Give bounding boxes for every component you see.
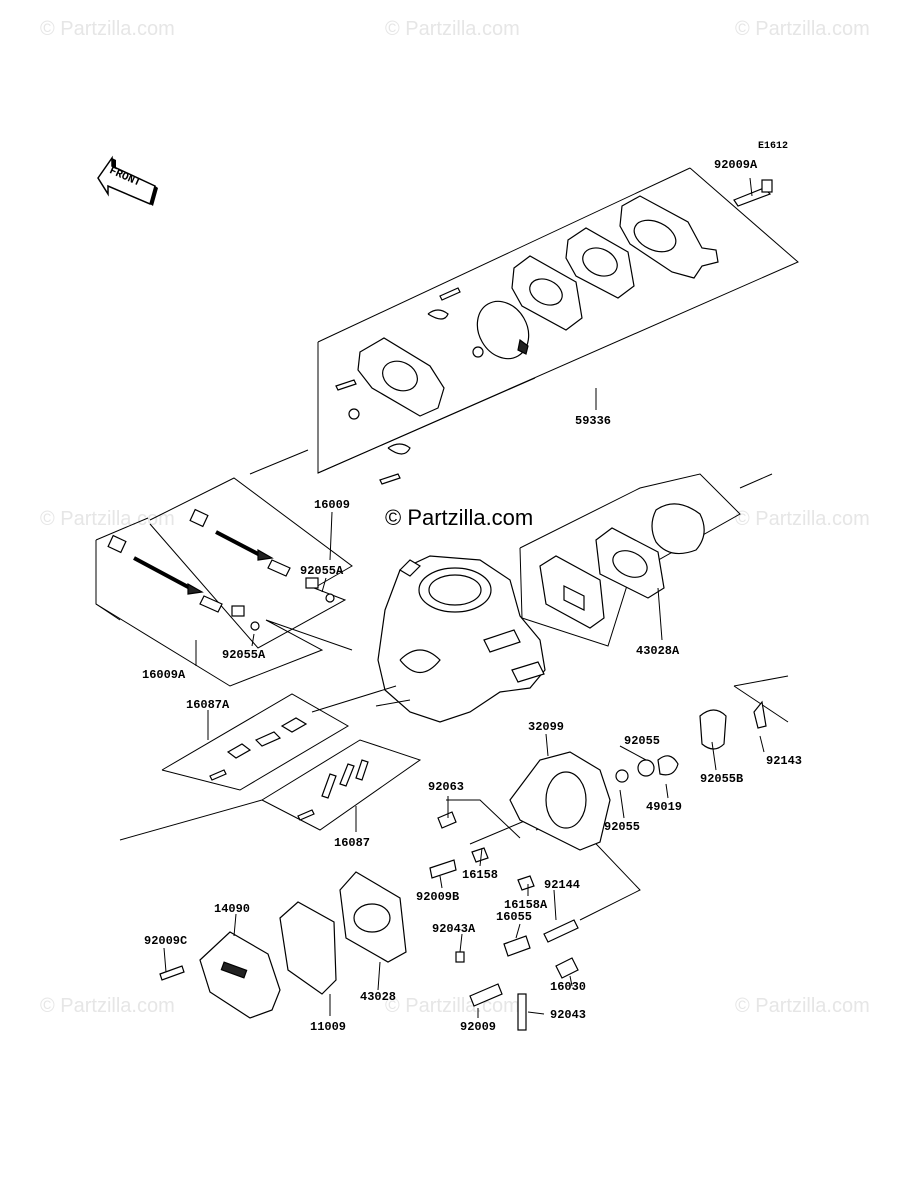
part-number-16009A: 16009A <box>142 668 186 682</box>
watermark: © Partzilla.com <box>40 18 175 40</box>
part-number-92055A: 92055A <box>300 564 344 578</box>
watermark: © Partzilla.com <box>40 508 175 530</box>
part-number-14090: 14090 <box>214 902 250 916</box>
part-number-92009B: 92009B <box>416 890 459 904</box>
part-number-92043: 92043 <box>550 1008 586 1022</box>
part-number-92143: 92143 <box>766 754 802 768</box>
part-number-49019: 49019 <box>646 800 682 814</box>
leader-lines <box>163 177 765 1018</box>
part-number-92055A: 92055A <box>222 648 266 662</box>
diagram-code: E1612 <box>758 141 788 152</box>
part-number-32099: 32099 <box>528 720 564 734</box>
part-number-43028A: 43028A <box>636 644 680 658</box>
front-arrow-icon: FRONT <box>97 155 158 206</box>
watermark: © Partzilla.com <box>385 995 520 1017</box>
watermarks: © Partzilla.com © Partzilla.com © Partzi… <box>40 18 870 1017</box>
watermark: © Partzilla.com <box>40 995 175 1017</box>
part-number-92043A: 92043A <box>432 922 476 936</box>
group-frame-59336 <box>249 167 799 475</box>
carburetor-body <box>377 555 546 723</box>
part-number-92009A: 92009A <box>714 158 758 172</box>
float-bowl-parts <box>209 717 369 821</box>
part-number-11009: 11009 <box>310 1020 346 1034</box>
part-number-16087A: 16087A <box>186 698 230 712</box>
part-number-16158A: 16158A <box>504 898 548 912</box>
part-number-16009: 16009 <box>314 498 350 512</box>
part-number-16087: 16087 <box>334 836 370 850</box>
part-number-92055: 92055 <box>624 734 660 748</box>
part-number-16055: 16055 <box>496 910 532 924</box>
part-number-43028: 43028 <box>360 990 396 1004</box>
watermark: © Partzilla.com <box>385 18 520 40</box>
part-number-92055: 92055 <box>604 820 640 834</box>
part-number-59336: 59336 <box>575 414 611 428</box>
part-number-92055B: 92055B <box>700 772 743 786</box>
part-number-92009: 92009 <box>460 1020 496 1034</box>
part-number-92063: 92063 <box>428 780 464 794</box>
group-frame-16087 <box>119 685 422 841</box>
part-number-16158: 16158 <box>462 868 498 882</box>
watermark: © Partzilla.com <box>735 18 870 40</box>
group-frame-32099 <box>446 675 789 921</box>
small-parts <box>429 811 579 1031</box>
watermark: © Partzilla.com <box>735 995 870 1017</box>
watermark-center: © Partzilla.com <box>385 505 533 530</box>
part-number-16030: 16030 <box>550 980 586 994</box>
watermark: © Partzilla.com <box>735 508 870 530</box>
fuel-pump-cover <box>335 179 773 485</box>
part-number-92144: 92144 <box>544 878 580 892</box>
part-number-labels: 92009A 59336 16009 92055A 16009A 92055A … <box>142 158 802 1034</box>
adjusting-screws <box>107 508 335 631</box>
part-number-92009C: 92009C <box>144 934 187 948</box>
fuel-metering-body <box>509 700 767 851</box>
diaphragm-cover-parts <box>159 871 407 1019</box>
carburetor-gaskets <box>539 503 705 629</box>
